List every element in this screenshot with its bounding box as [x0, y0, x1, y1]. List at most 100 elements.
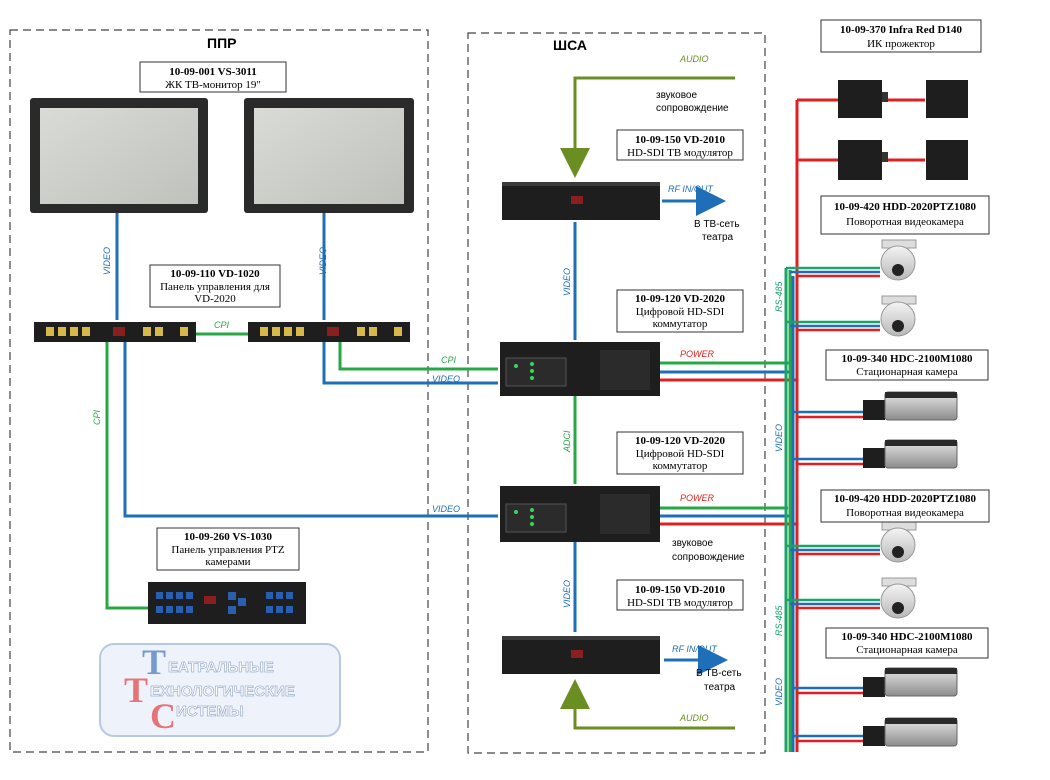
ptz-dome-camera-2 — [880, 295, 917, 337]
note-tvnet-bottom-2: театра — [704, 682, 736, 693]
video-label-monitor-left: VIDEO — [102, 247, 112, 275]
lcd-monitor-right — [244, 98, 414, 213]
label-fixed-camera-1: 10-09-340 HDC-2100M1080 Стационарная кам… — [825, 349, 989, 381]
video-label-trunk-bottom: VIDEO — [774, 678, 784, 706]
lcd-monitor-left — [30, 98, 208, 213]
note-tvnet-top-1: В ТВ-сеть — [694, 219, 740, 230]
video-label-trunk-top: VIDEO — [774, 424, 784, 452]
hd-sdi-switch-1 — [500, 342, 660, 396]
power-label-switch-1: POWER — [680, 349, 715, 359]
label-fixed-camera-2: 10-09-340 HDC-2100M1080 Стационарная кам… — [825, 627, 989, 659]
svg-text:камерами: камерами — [205, 556, 250, 568]
cpi-label-ptz: CPI — [92, 409, 102, 425]
video-label-switch-1: VIDEO — [432, 374, 460, 384]
label-modulator-bottom: 10-09-150 VD-2010 HD-SDI ТВ модулятор — [616, 579, 744, 611]
rf-label-bottom: RF IN/OUT — [672, 644, 718, 654]
label-ir-projector: 10-09-370 Infra Red D140 ИК прожектор — [820, 19, 982, 53]
svg-text:10-09-150 VD-2010: 10-09-150 VD-2010 — [635, 584, 725, 596]
ptz-dome-camera-3 — [880, 521, 917, 563]
zone-sha-frame — [467, 32, 766, 754]
svg-text:ИСТЕМЫ: ИСТЕМЫ — [176, 703, 244, 720]
note-sound-top-1: звуковое — [656, 90, 697, 101]
svg-text:10-09-150 VD-2010: 10-09-150 VD-2010 — [635, 134, 725, 146]
svg-text:10-09-420 HDD-2020PTZ1080: 10-09-420 HDD-2020PTZ1080 — [834, 493, 977, 505]
svg-text:10-09-110 VD-1020: 10-09-110 VD-1020 — [170, 268, 260, 280]
video-label-modulator-bottom: VIDEO — [562, 580, 572, 608]
video-label-switch-2: VIDEO — [432, 504, 460, 514]
cpi-label-panels: CPI — [214, 320, 230, 330]
zone-ppr-frame — [9, 29, 429, 753]
svg-text:ЖК ТВ-монитор 19": ЖК ТВ-монитор 19" — [165, 79, 261, 91]
zone-ppr-title: ППР — [207, 35, 236, 51]
note-sound-mid-2: сопровождение — [672, 552, 745, 563]
svg-text:10-09-120 VD-2020: 10-09-120 VD-2020 — [635, 435, 725, 447]
svg-text:10-09-340 HDC-2100M1080: 10-09-340 HDC-2100M1080 — [841, 353, 973, 365]
svg-text:Панель управления PTZ: Панель управления PTZ — [171, 544, 284, 556]
svg-text:HD-SDI ТВ модулятор: HD-SDI ТВ модулятор — [627, 597, 733, 609]
svg-text:Цифровой HD-SDI: Цифровой HD-SDI — [636, 306, 725, 318]
svg-text:Стационарная камера: Стационарная камера — [856, 366, 958, 378]
label-panel-vd1020: 10-09-110 VD-1020 Панель управления для … — [149, 264, 281, 308]
cpi-label-switch: CPI — [441, 355, 457, 365]
label-ptz-camera-1: 10-09-420 HDD-2020PTZ1080 Поворотная вид… — [820, 195, 990, 235]
svg-text:ИК прожектор: ИК прожектор — [867, 38, 935, 50]
zone-sha-title: ШСА — [553, 37, 587, 53]
svg-text:10-09-120 VD-2020: 10-09-120 VD-2020 — [635, 293, 725, 305]
label-ptz-camera-2: 10-09-420 HDD-2020PTZ1080 Поворотная вид… — [820, 489, 990, 523]
svg-text:10-09-370 Infra Red D140: 10-09-370 Infra Red D140 — [840, 24, 962, 36]
ptz-control-panel — [148, 582, 306, 624]
hd-sdi-modulator-bottom — [502, 636, 660, 674]
svg-text:ЕХНОЛОГИЧЕСКИЕ: ЕХНОЛОГИЧЕСКИЕ — [150, 683, 295, 700]
svg-text:HD-SDI ТВ модулятор: HD-SDI ТВ модулятор — [627, 147, 733, 159]
control-panel-vd1020-left — [34, 322, 196, 342]
company-logo: Т Т С ЕАТРАЛЬНЫЕ ЕХНОЛОГИЧЕСКИЕ ИСТЕМЫ — [99, 642, 341, 737]
label-modulator-top: 10-09-150 VD-2010 HD-SDI ТВ модулятор — [616, 129, 744, 161]
svg-text:Поворотная видеокамера: Поворотная видеокамера — [846, 507, 964, 519]
svg-text:Поворотная видеокамера: Поворотная видеокамера — [846, 216, 964, 228]
audio-label-bottom: AUDIO — [679, 713, 709, 723]
video-label-monitor-right: VIDEO — [318, 247, 328, 275]
ir-projector-4 — [926, 140, 968, 180]
adci-label: ADCI — [562, 430, 572, 453]
svg-text:коммутатор: коммутатор — [653, 460, 708, 472]
power-label-switch-2: POWER — [680, 493, 715, 503]
note-tvnet-bottom-1: В ТВ-сеть — [696, 668, 742, 679]
label-switch-2: 10-09-120 VD-2020 Цифровой HD-SDI коммут… — [616, 431, 744, 475]
ir-projector-2 — [926, 80, 968, 118]
fixed-camera-3 — [863, 667, 958, 697]
ptz-dome-camera-1 — [880, 239, 917, 281]
video-label-modulator-top: VIDEO — [562, 268, 572, 296]
label-panel-ptz: 10-09-260 VS-1030 Панель управления PTZ … — [156, 527, 300, 571]
svg-text:Т: Т — [124, 670, 148, 710]
svg-text:10-09-420 HDD-2020PTZ1080: 10-09-420 HDD-2020PTZ1080 — [834, 201, 977, 213]
rs485-label-top: RS-485 — [774, 280, 784, 312]
svg-text:коммутатор: коммутатор — [653, 318, 708, 330]
hd-sdi-modulator-top — [502, 182, 660, 220]
ir-projector-1 — [838, 80, 888, 118]
svg-text:10-09-260 VS-1030: 10-09-260 VS-1030 — [184, 531, 273, 543]
svg-text:ЕАТРАЛЬНЫЕ: ЕАТРАЛЬНЫЕ — [168, 659, 274, 676]
rs485-label-bottom: RS-485 — [774, 604, 784, 636]
fixed-camera-1 — [863, 391, 958, 421]
audio-label-top: AUDIO — [679, 54, 709, 64]
hd-sdi-switch-2 — [500, 486, 660, 542]
control-panel-vd1020-right — [248, 322, 410, 342]
svg-text:VD-2020: VD-2020 — [194, 293, 236, 305]
note-sound-mid-1: звуковое — [672, 538, 713, 549]
rf-label-top: RF IN/OUT — [668, 184, 714, 194]
label-monitor: 10-09-001 VS-3011 ЖК ТВ-монитор 19" — [139, 61, 287, 93]
label-switch-1: 10-09-120 VD-2020 Цифровой HD-SDI коммут… — [616, 289, 744, 333]
note-tvnet-top-2: театра — [702, 232, 734, 243]
svg-text:С: С — [150, 696, 176, 736]
fixed-camera-4 — [863, 717, 958, 747]
note-sound-top-2: сопровождение — [656, 103, 729, 114]
ptz-dome-camera-4 — [880, 577, 917, 619]
ir-projector-3 — [838, 140, 888, 180]
svg-text:Стационарная камера: Стационарная камера — [856, 644, 958, 656]
svg-text:10-09-340 HDC-2100M1080: 10-09-340 HDC-2100M1080 — [841, 631, 973, 643]
svg-text:Т: Т — [142, 642, 166, 682]
svg-text:10-09-001 VS-3011: 10-09-001 VS-3011 — [169, 66, 257, 78]
svg-text:Цифровой HD-SDI: Цифровой HD-SDI — [636, 448, 725, 460]
fixed-camera-2 — [863, 439, 958, 469]
